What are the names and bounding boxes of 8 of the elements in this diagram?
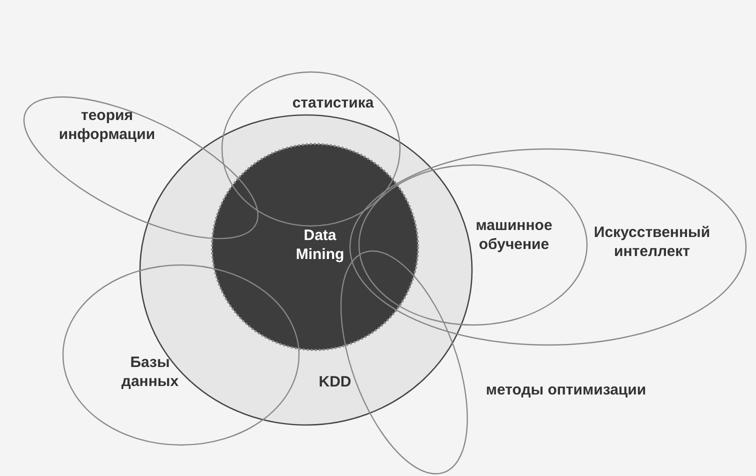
node-label: машинное обучение xyxy=(474,216,554,254)
node-label: теория информации xyxy=(58,106,156,144)
node-label: статистика xyxy=(291,94,375,112)
node-label: Data Mining xyxy=(294,226,346,264)
node-label: KDD xyxy=(318,372,352,392)
node-label: Базы данных xyxy=(120,353,180,391)
node-label: методы оптимизации xyxy=(484,380,648,400)
node-label: Искусственный интеллект xyxy=(592,223,712,261)
